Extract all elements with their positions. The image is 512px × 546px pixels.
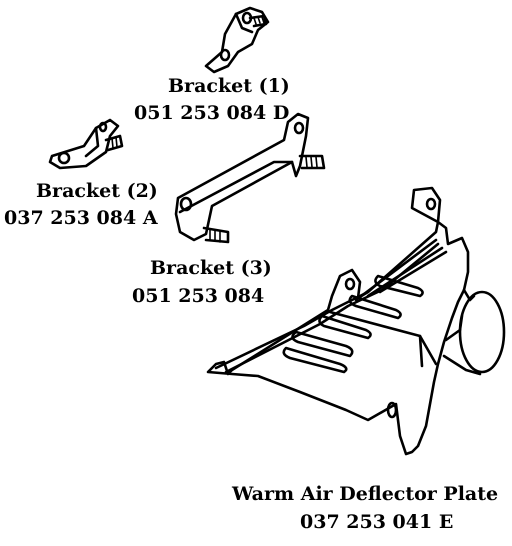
deflector-plate-part-number: 037 253 041 E [300, 511, 454, 533]
deflector-plate-drawing [206, 186, 506, 456]
bracket-3-part-number: 051 253 084 [132, 285, 265, 307]
bracket-1-name: Bracket (1) [168, 75, 290, 97]
bracket-3-name: Bracket (3) [150, 257, 272, 279]
bracket-2-drawing [48, 118, 124, 170]
bracket-1-part-number: 051 253 084 D [134, 102, 290, 124]
deflector-plate-name: Warm Air Deflector Plate [232, 483, 499, 505]
bracket-3-drawing [174, 112, 326, 244]
bracket-2-part-number: 037 253 084 A [4, 207, 158, 229]
bracket-1-drawing [204, 6, 270, 74]
bracket-2-name: Bracket (2) [36, 180, 158, 202]
